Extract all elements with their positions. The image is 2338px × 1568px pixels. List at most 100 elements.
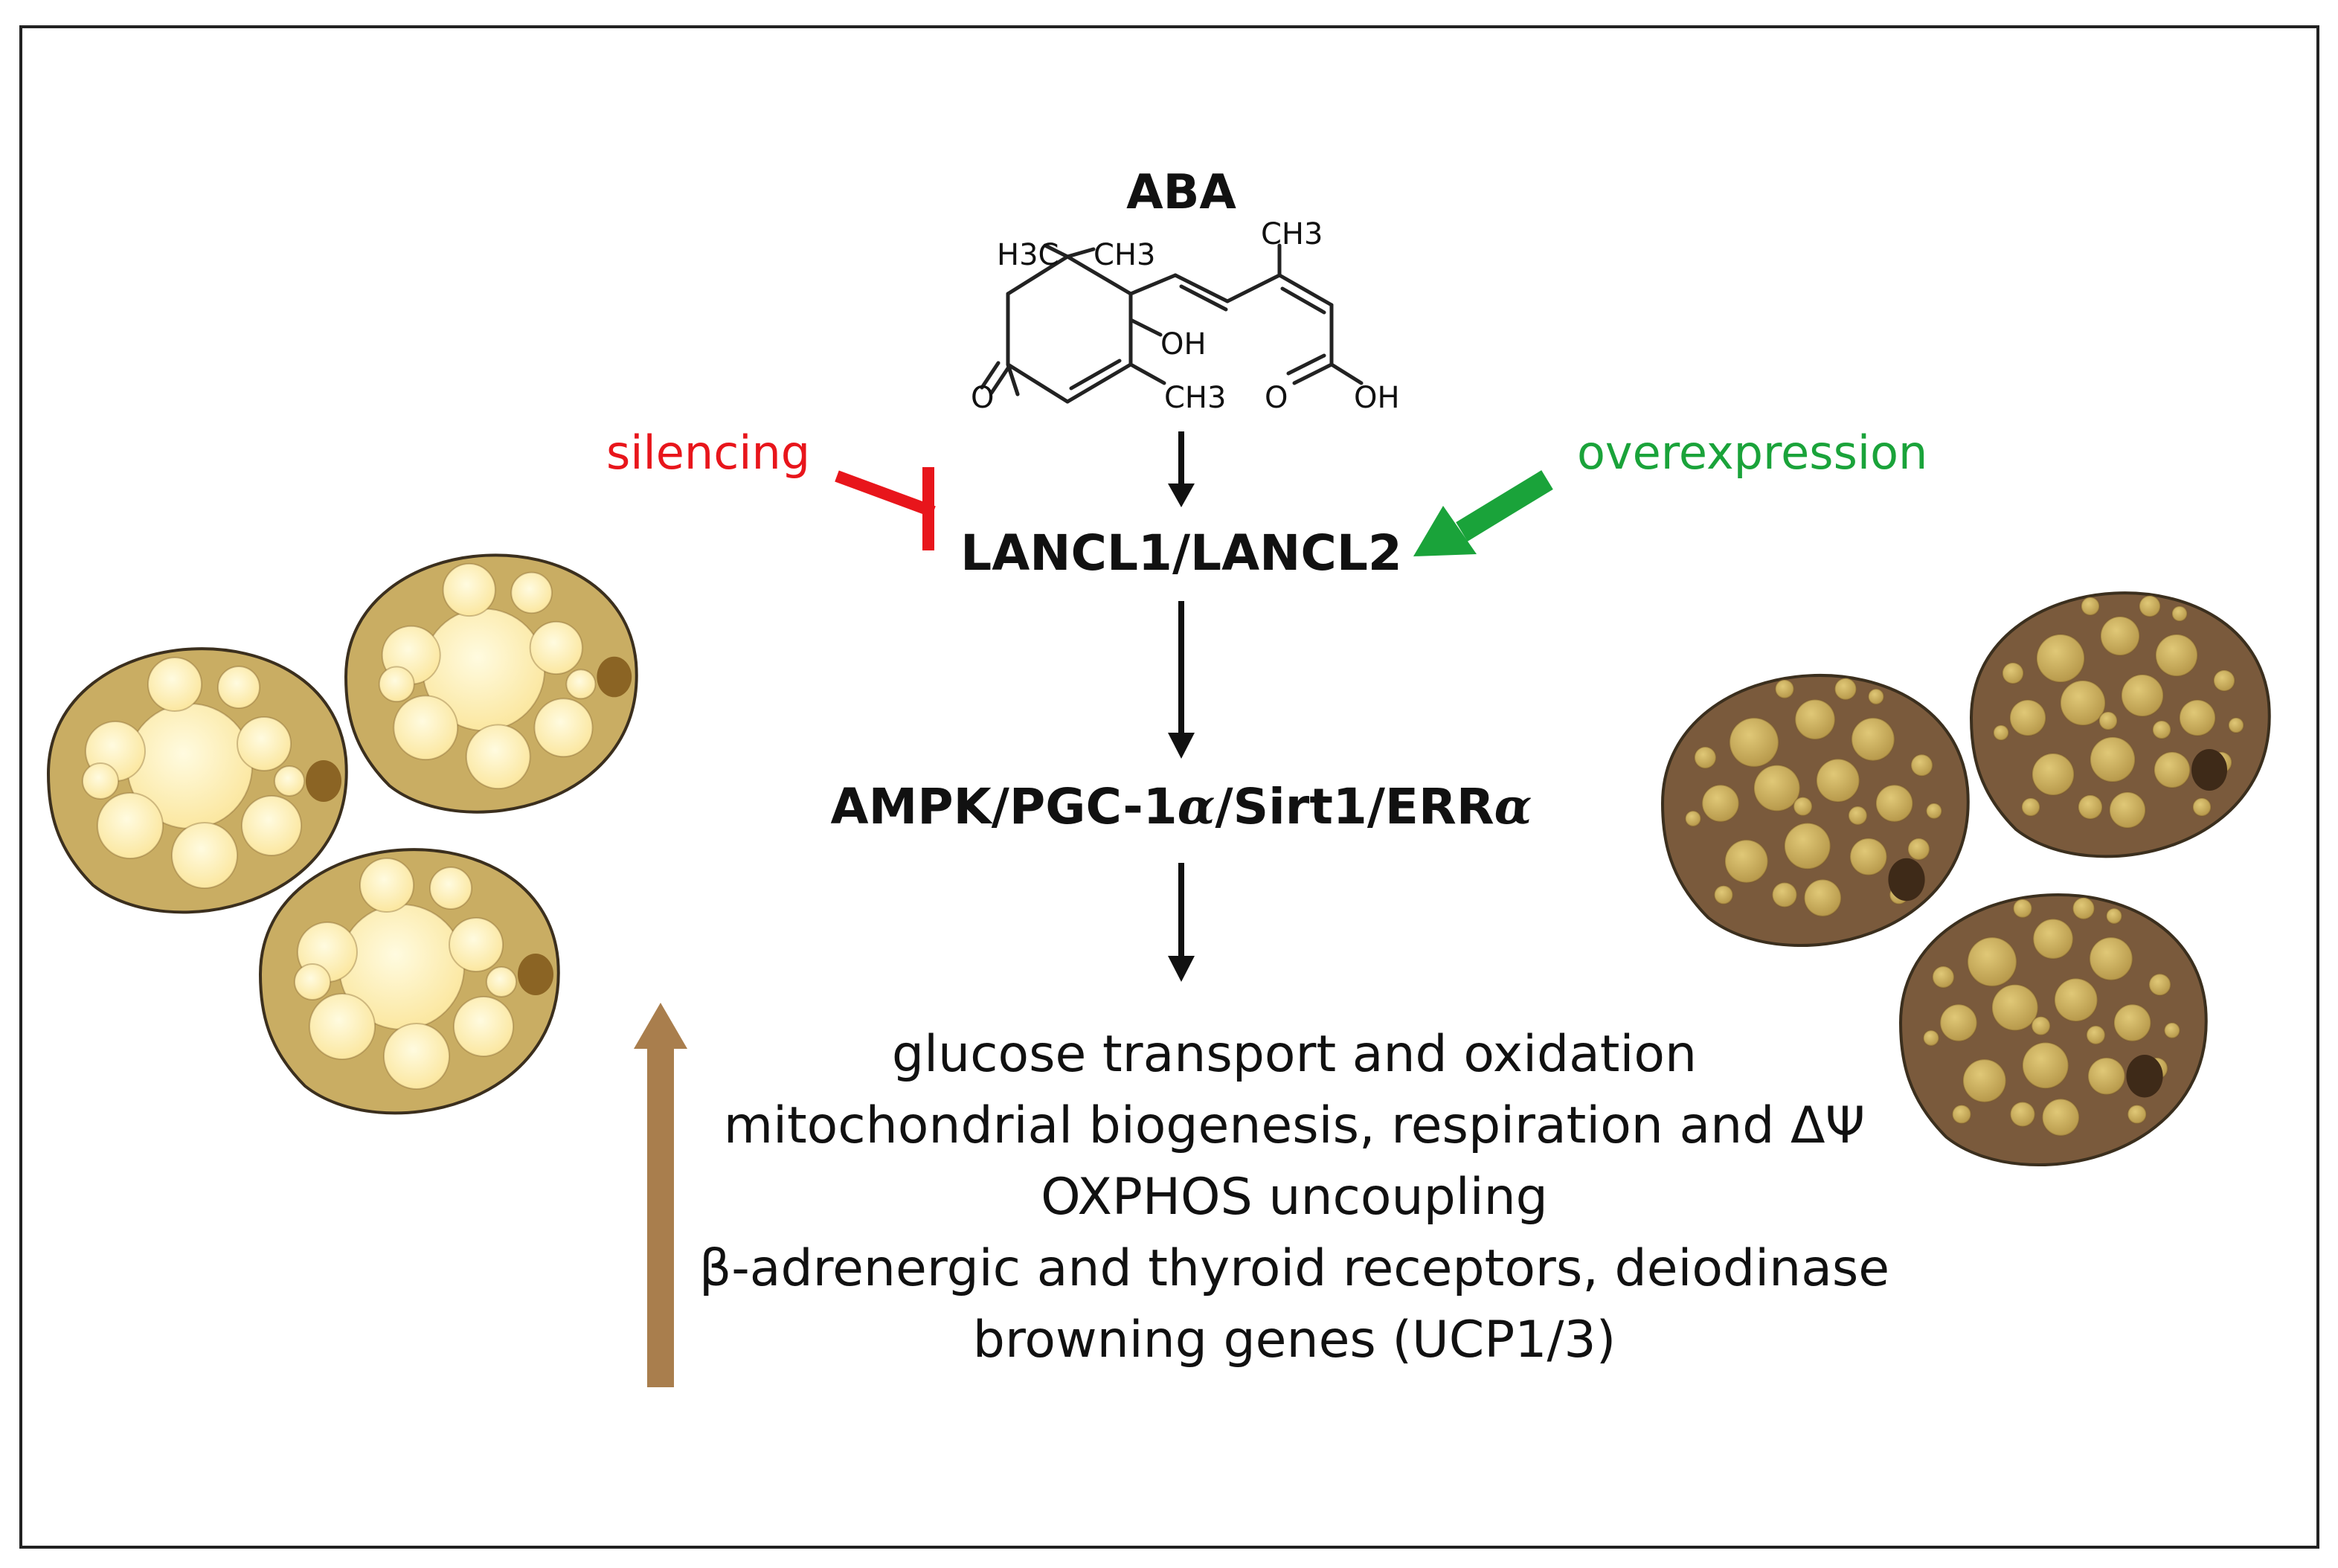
lipid-droplet [2192,797,2212,817]
ring-bond [1065,362,1133,404]
lipid-droplet [2054,977,2098,1022]
lipid-droplet [2022,1041,2069,1090]
lipid-droplet [1729,717,1779,768]
white-adipocyte [46,647,348,914]
brown-adipocyte [1898,893,2208,1166]
lipid-droplet [2155,634,2198,677]
lipid-droplet [359,858,414,913]
lipid-droplet [2081,597,2100,616]
lipid-droplet [2171,605,2188,622]
lipid-droplet [2087,1057,2126,1096]
methyl-bond [1128,362,1166,385]
lipid-droplet [1784,822,1831,870]
diagram-frame [19,25,2319,1549]
lipid-droplet [2121,674,2164,717]
lipid-droplet [294,963,331,1000]
lipid-droplet [453,996,514,1057]
lipid-droplet [2089,936,2133,981]
lipid-droplet [2113,1003,2152,1042]
lipid-droplet [2228,717,2244,733]
ch3-top-label: CH3 [1093,238,1156,272]
lipid-droplet [2021,797,2040,817]
lipid-droplet [1910,754,1933,777]
lipid-droplet [486,966,517,997]
brown-adipocyte-cluster [1660,591,2271,1166]
outcome-list: glucose transport and oxidation mitochon… [699,1019,1889,1376]
ketone-bond [1006,362,1020,396]
lipid-droplet [1793,796,1813,817]
white-adipocyte [344,553,638,814]
aba-structure [980,243,1364,404]
lipid-droplet [1993,724,2009,741]
lipid-droplet [2036,634,2085,683]
lipid-droplet [1907,838,1930,861]
ch3-ring-label: CH3 [1164,381,1227,415]
lipid-droplet [2127,1104,2148,1125]
overexpression-arrow-icon [1413,470,1553,556]
ring-bond [1065,254,1133,296]
lipid-droplet [309,993,376,1060]
lipid-droplet [2060,680,2106,726]
cell-nucleus [306,760,341,802]
lipid-droplet [2032,918,2074,960]
lipid-droplet [429,867,472,910]
lipid-droplet [2002,662,2024,684]
lipid-droplet [2041,1098,2080,1137]
lipid-droplet [2100,616,2140,656]
lipid-droplet [2109,791,2146,829]
oh-ring-label: OH [1160,327,1207,362]
outcome-item: β-adrenergic and thyroid receptors, deio… [698,1239,1890,1298]
lipid-droplet [1816,758,1860,803]
lipid-droplet [1991,983,2039,1032]
lipid-droplet [1939,1003,1978,1042]
activation-arrow-icon [1168,483,1195,507]
lipid-droplet [2213,669,2235,692]
lipid-droplet [383,1023,450,1090]
lipid-droplet [2163,1022,2181,1039]
lipid-droplet [1967,936,2017,987]
molecule-name: ABA [1126,165,1236,220]
pathway-arrows [1168,431,1195,982]
lipid-droplet [1867,688,1885,705]
lipid-droplet [565,669,597,700]
cell-nucleus [2191,749,2227,791]
lipid-droplet [449,917,504,972]
methyl-bond [1065,247,1096,259]
hydroxyl-bond [1128,318,1163,337]
lipid-droplet [529,620,583,675]
lipid-droplet [2086,1025,2106,1045]
lipid-droplet [1803,878,1842,917]
chain-bond [1173,273,1230,303]
lipid-droplet [2009,1101,2036,1128]
lipid-droplet [510,571,553,614]
lipid-droplet [465,724,531,790]
lipid-droplet [393,695,459,761]
acid-double-bond [1292,362,1334,385]
lipid-droplet [2139,595,2161,617]
lipid-droplet [1701,784,1740,823]
lipid-droplet [1753,764,1801,812]
signaling-node: AMPK/PGC-1α/Sirt1/ERRα [831,777,1532,835]
lipid-droplet [1724,839,1769,884]
lipid-droplet [1771,881,1798,908]
lipid-droplet [1848,806,1868,826]
lipid-droplet [241,795,302,856]
outcome-item: OXPHOS uncoupling [1041,1168,1548,1227]
methyl-bond [1043,243,1070,259]
lipid-droplet [1962,1058,2007,1103]
outcome-item: glucose transport and oxidation [891,1025,1698,1084]
lipid-droplet [2078,794,2103,820]
browning-arrow-icon [634,1003,687,1387]
lipid-droplet [1851,717,1895,762]
lipid-droplet [171,822,238,889]
ketone-bond [989,366,1010,395]
lipid-droplet [2090,736,2136,783]
lipid-droplet [1774,678,1795,699]
white-adipocyte-cluster [46,553,638,1115]
chain-double-bond [1179,284,1228,312]
chain-double-bond [1280,286,1326,315]
lipid-droplet [378,666,415,703]
activation-arrow-icon [1168,956,1195,982]
